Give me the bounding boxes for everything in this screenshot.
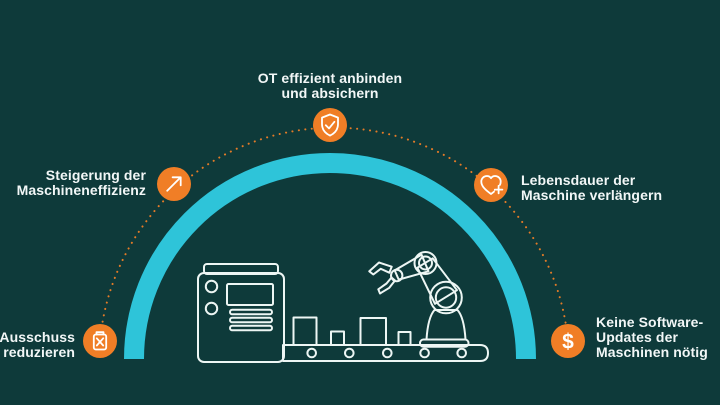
box-small xyxy=(397,331,412,346)
label-line: OT effizient anbinden xyxy=(257,70,403,86)
dollar-icon-glyph: $ xyxy=(562,331,574,354)
label-line: Keine Software- xyxy=(596,314,704,330)
benefit-label-lebensdauer: Lebensdauer der Maschine verlängern xyxy=(521,173,662,203)
label-line: und absichern xyxy=(281,85,379,101)
robot-arm-illustration xyxy=(368,251,470,348)
robot-elbow-joint-inner xyxy=(418,255,433,271)
protection-arch xyxy=(124,153,536,360)
benefit-label-maschineneffizienz: Steigerung der Maschineneffizienz xyxy=(17,168,146,198)
robot-pedestal xyxy=(425,309,467,341)
label-line: Lebensdauer der xyxy=(521,172,636,188)
robot-wrist-joint xyxy=(390,268,404,283)
conveyor-band xyxy=(282,344,489,362)
cabinet-screen xyxy=(226,283,274,306)
label-line: Updates der xyxy=(596,329,679,345)
box-large xyxy=(292,316,318,346)
robot-shoulder-joint xyxy=(429,280,463,315)
control-cabinet-illustration xyxy=(197,263,285,363)
arrow-up-right-icon xyxy=(157,167,191,201)
waste-bin-x-icon xyxy=(83,324,117,358)
cabinet-button xyxy=(204,301,219,316)
label-line: Steigerung der xyxy=(45,167,146,183)
label-line: Maschine verlängern xyxy=(521,187,663,203)
conveyor-roller xyxy=(382,347,393,359)
conveyor-roller xyxy=(456,347,468,359)
robot-forearm xyxy=(393,253,430,281)
cabinet-vent xyxy=(229,316,273,324)
robot-elbow-joint xyxy=(413,251,438,275)
cabinet-button xyxy=(204,279,219,294)
cabinet-body xyxy=(197,272,285,363)
robot-shoulder-joint-inner xyxy=(434,286,458,309)
box-large xyxy=(359,317,387,346)
conveyor-roller xyxy=(419,347,430,359)
gripper-upper-finger xyxy=(368,261,393,276)
label-line: Ausschuss xyxy=(0,329,75,345)
cabinet-vent xyxy=(229,308,273,316)
conveyor-belt-illustration xyxy=(282,316,489,362)
benefit-label-ausschuss: Ausschuss reduzieren xyxy=(0,330,75,360)
shield-check-icon xyxy=(313,108,347,142)
box-small xyxy=(330,330,345,346)
label-line: reduzieren xyxy=(3,344,75,360)
benefit-label-software-updates: Keine Software- Updates der Maschinen nö… xyxy=(596,315,708,360)
dollar-icon: $ xyxy=(551,324,585,358)
label-line: Maschineneffizienz xyxy=(16,182,146,198)
cabinet-vent xyxy=(229,324,273,332)
conveyor-roller xyxy=(344,347,355,359)
robot-upper-arm xyxy=(416,257,458,305)
conveyor-roller xyxy=(306,347,318,359)
benefit-icons: $ xyxy=(83,108,585,358)
heart-plus-icon xyxy=(474,168,508,202)
gripper-lower-finger xyxy=(377,276,396,295)
benefit-label-ot-absichern: OT effizient anbinden und absichern xyxy=(258,71,402,101)
label-line: Maschinen nötig xyxy=(596,344,708,360)
